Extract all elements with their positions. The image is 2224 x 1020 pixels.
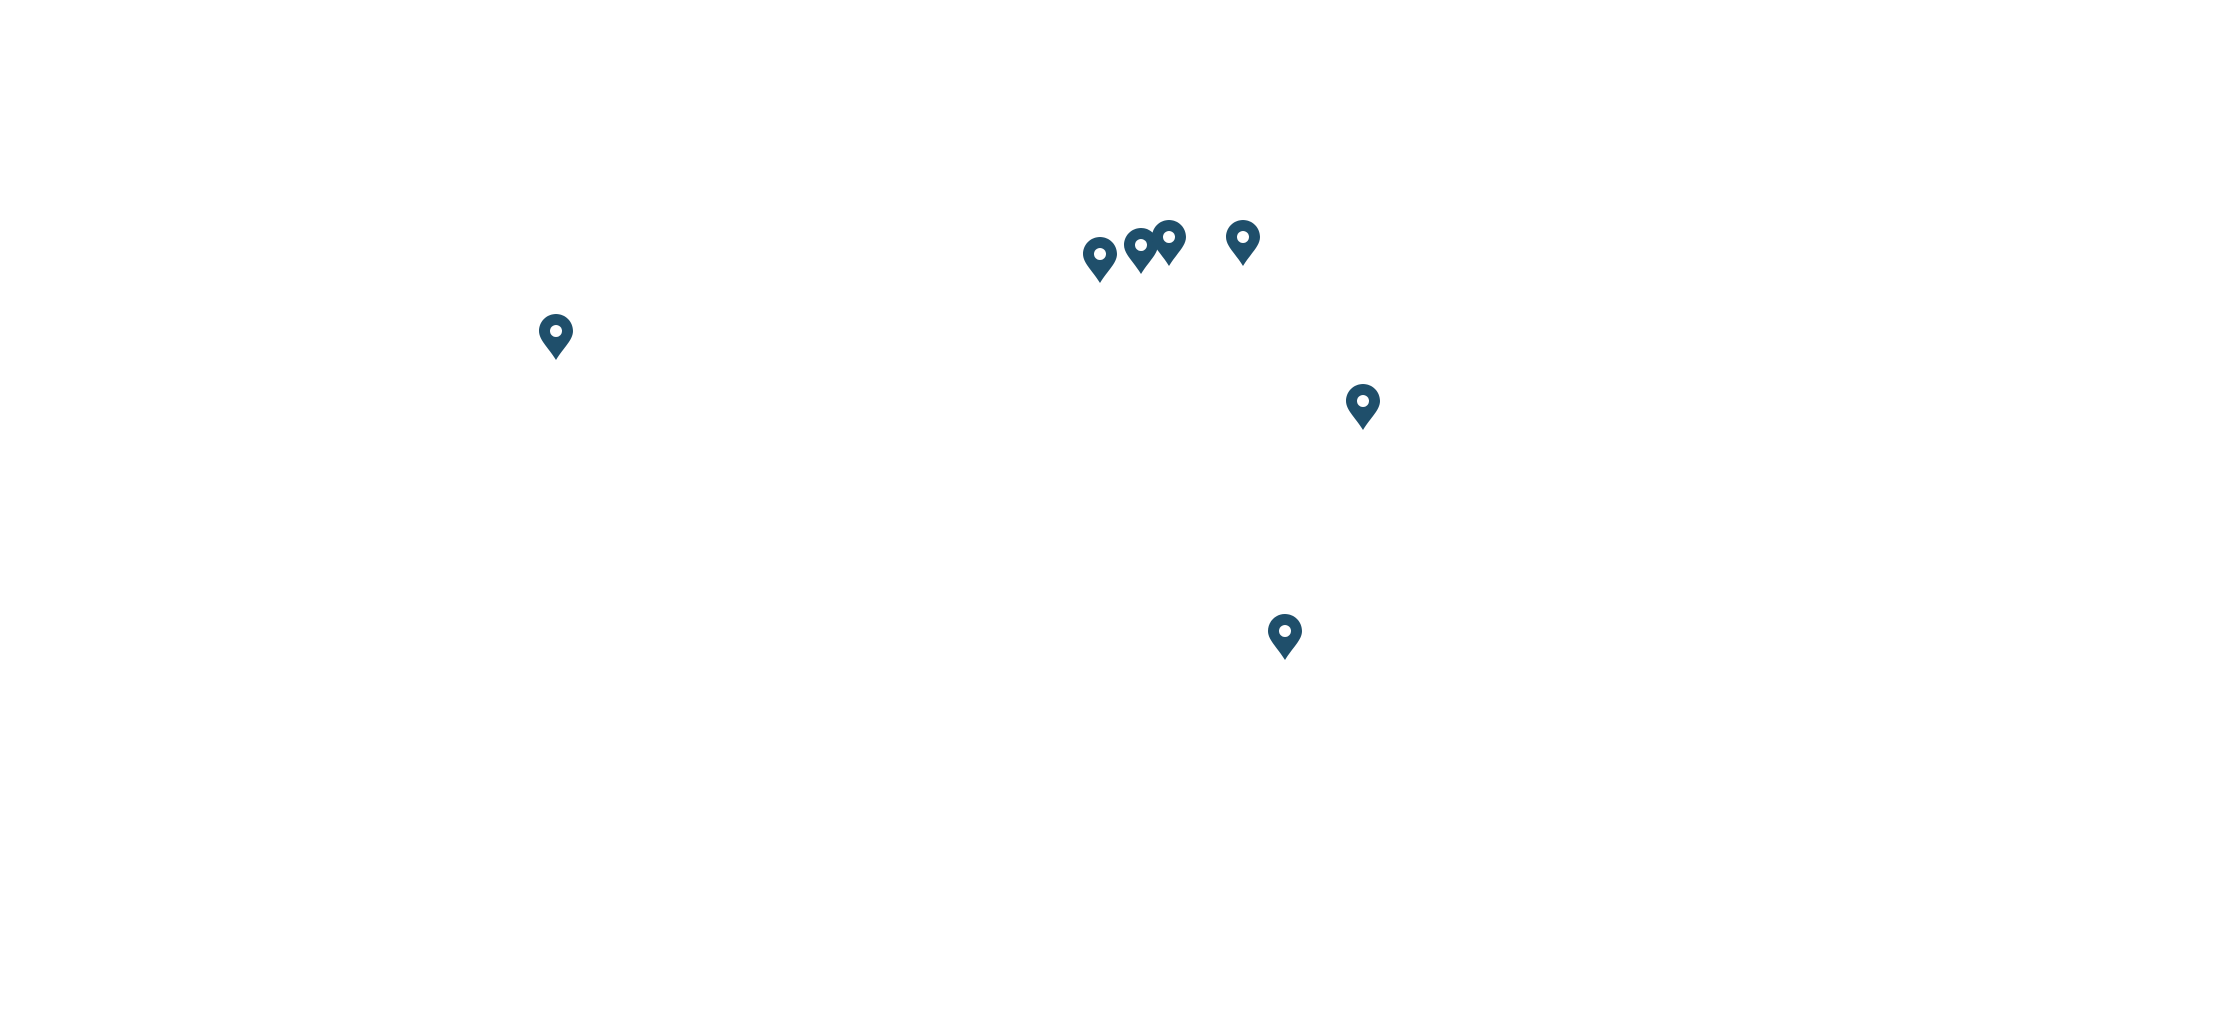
map-pin-icon [539,314,573,360]
map-marker-7[interactable] [1265,612,1305,662]
map-marker-3[interactable] [1121,226,1161,276]
map-pin-icon [1083,237,1117,283]
map-marker-2[interactable] [1080,235,1120,285]
map-pin-icon [1268,614,1302,660]
map-pin-icon [1346,384,1380,430]
map-pin-icon [1226,220,1260,266]
map-pin-icon [1152,220,1186,266]
map-pin-icon [1124,228,1158,274]
map-marker-4[interactable] [1149,218,1189,268]
map-marker-1[interactable] [536,312,576,362]
map-marker-5[interactable] [1223,218,1263,268]
map-marker-6[interactable] [1343,382,1383,432]
